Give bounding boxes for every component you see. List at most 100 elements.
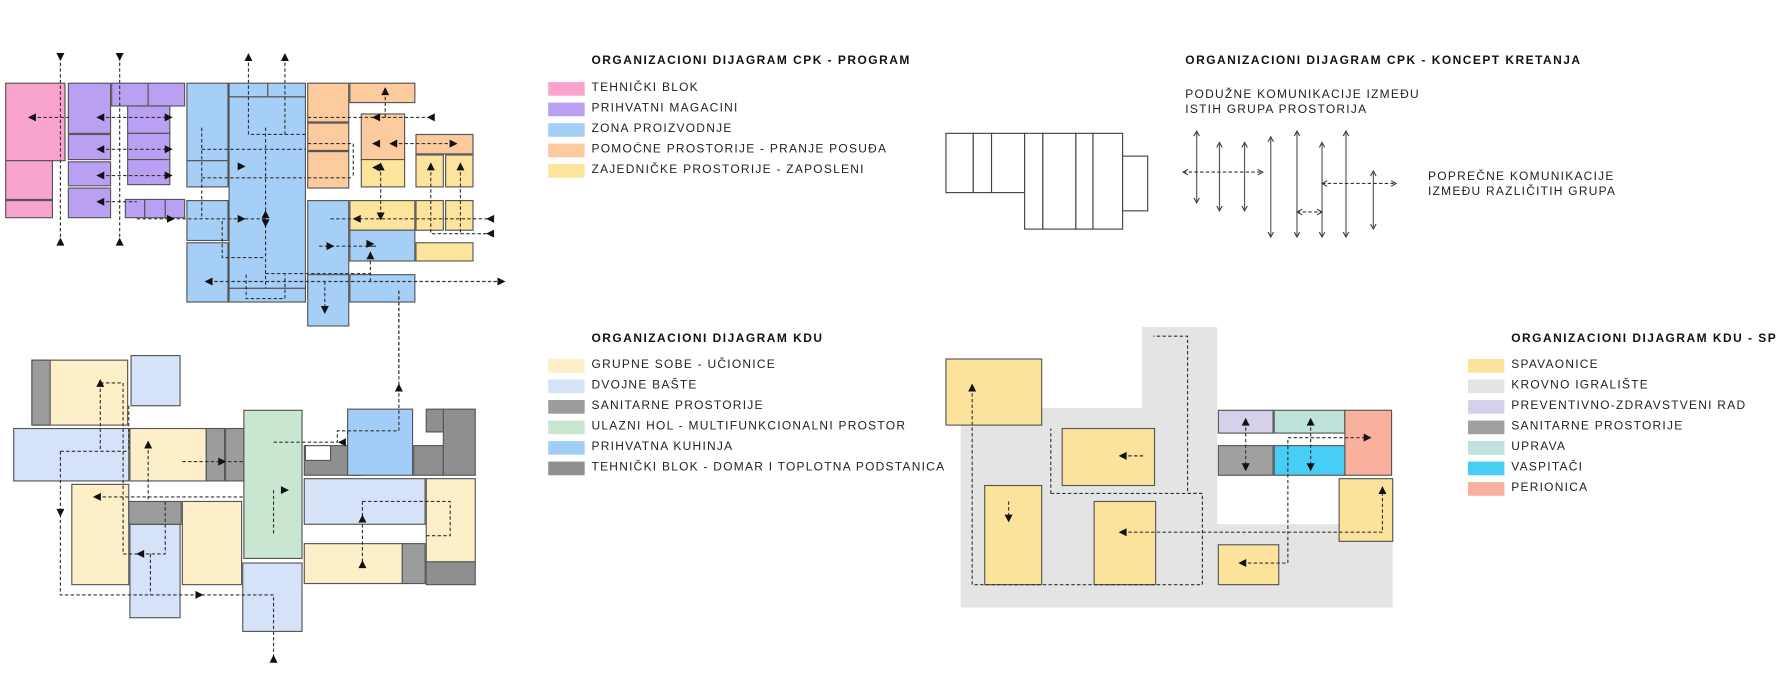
arrowhead-icon xyxy=(366,239,375,248)
cpk-room xyxy=(127,132,171,161)
cpk-room xyxy=(186,200,229,242)
kdu-void xyxy=(304,445,332,462)
legend-swatch xyxy=(1467,379,1505,394)
legend-label: DVOJNE BAŠTE xyxy=(591,378,698,393)
longitudinal-arrow-head xyxy=(1293,129,1301,137)
arrowhead-icon xyxy=(56,52,65,61)
arrowhead-icon xyxy=(1004,514,1013,523)
arrowhead-icon xyxy=(1118,451,1127,460)
arrowhead-icon xyxy=(486,214,495,223)
cpk-room xyxy=(67,187,112,219)
transverse-label-2: IZMEĐU RAZLIČITIH GRUPA xyxy=(1428,184,1617,199)
koncept-block xyxy=(1092,132,1124,230)
arrowhead-icon xyxy=(92,492,101,501)
cpk-room xyxy=(186,242,229,303)
kdu-room xyxy=(425,408,444,433)
legend-label: ZAJEDNIČKE PROSTORIJE - ZAPOSLENI xyxy=(591,162,865,177)
legend-swatch xyxy=(548,102,585,117)
cpk-room xyxy=(111,82,149,107)
legend-swatch xyxy=(548,441,585,455)
cpk-room xyxy=(67,161,112,187)
arrowhead-icon xyxy=(269,654,278,663)
cpk-room xyxy=(228,96,307,289)
legend-swatch xyxy=(548,420,585,435)
kdu-room xyxy=(130,355,181,407)
krovno-igraliste-area xyxy=(960,327,1393,608)
arrowhead-icon xyxy=(164,113,173,122)
cpk-program-title: ORGANIZACIONI DIJAGRAM CPK - PROGRAM xyxy=(591,53,911,68)
longitudinal-arrow-head xyxy=(1216,205,1223,213)
arrowhead-icon xyxy=(56,237,65,246)
arrowhead-icon xyxy=(389,139,398,148)
kdu-room xyxy=(205,427,226,482)
arrowhead-icon xyxy=(426,162,435,171)
legend-label: KROVNO IGRALIŠTE xyxy=(1511,378,1650,393)
kdu-room xyxy=(13,427,130,482)
koncept-block xyxy=(1024,132,1044,230)
arrowhead-icon xyxy=(326,242,335,251)
arrowhead-icon xyxy=(280,52,289,61)
legend-label: GRUPNE SOBE - UČIONICE xyxy=(591,357,777,372)
arrowhead-icon xyxy=(372,113,381,122)
kdu-room xyxy=(347,408,414,476)
kdu-room xyxy=(425,561,476,586)
arrowhead-icon xyxy=(1241,463,1250,472)
sprat-room xyxy=(1061,427,1156,487)
arrowhead-icon xyxy=(115,52,124,61)
arrowhead-icon xyxy=(261,219,270,228)
transverse-arrow-head xyxy=(1181,168,1189,176)
arrowhead-icon xyxy=(337,438,346,447)
legend-swatch xyxy=(548,379,585,394)
longitudinal-arrow-head xyxy=(1193,197,1200,205)
longitudinal-arrow-head xyxy=(1216,141,1223,148)
longitudinal-arrow-head xyxy=(1241,205,1248,213)
arrowhead-icon xyxy=(1238,559,1247,568)
longitudinal-arrow-head xyxy=(1293,231,1301,239)
circulation-path xyxy=(1122,490,1384,533)
arrowhead-icon xyxy=(136,549,145,558)
sprat-room xyxy=(1344,409,1393,476)
cpk-room xyxy=(144,198,166,219)
arrowhead-icon xyxy=(244,52,253,61)
arrowhead-icon xyxy=(376,212,385,221)
legend-label: PRIHVATNI MAGACINI xyxy=(591,101,739,116)
arrowhead-icon xyxy=(96,171,105,180)
kdu-title: ORGANIZACIONI DIJAGRAM KDU xyxy=(591,331,824,346)
legend-label: SANITARNE PROSTORIJE xyxy=(1511,419,1684,434)
arrowhead-icon xyxy=(237,162,246,171)
legend-swatch xyxy=(1467,420,1505,435)
cpk-room xyxy=(147,82,186,107)
longitudinal-label-2: ISTIH GRUPA PROSTORIJA xyxy=(1185,102,1368,117)
arrowhead-icon xyxy=(144,440,153,449)
arrowhead-icon xyxy=(358,514,367,523)
koncept-block xyxy=(1075,132,1094,230)
cpk-room xyxy=(445,200,474,231)
cpk-room xyxy=(164,198,186,219)
arrowhead-icon xyxy=(1378,486,1387,495)
cpk-room xyxy=(5,82,66,162)
koncept-block xyxy=(945,132,974,194)
legend-label: ULAZNI HOL - MULTIFUNKCIONALNI PROSTOR xyxy=(591,419,907,434)
arrowhead-icon xyxy=(426,113,435,122)
koncept-block xyxy=(1042,132,1077,230)
legend-label: VASPITAČI xyxy=(1511,460,1584,475)
kdu-room xyxy=(129,523,181,619)
arrowhead-icon xyxy=(486,229,495,238)
longitudinal-label-1: PODUŽNE KOMUNIKACIJE IZMEĐU xyxy=(1185,87,1420,102)
arrowhead-icon xyxy=(195,590,204,599)
sprat-room xyxy=(945,358,1043,426)
kdu-room xyxy=(31,359,51,426)
arrowhead-icon xyxy=(96,197,105,206)
circulation-path xyxy=(221,221,266,259)
kdu-room xyxy=(413,445,444,476)
arrowhead-icon xyxy=(456,162,465,171)
transverse-arrow-head xyxy=(1295,208,1303,216)
legend-swatch xyxy=(1467,359,1505,373)
cpk-room xyxy=(228,82,269,98)
arrowhead-icon xyxy=(320,306,329,314)
kdu-room xyxy=(425,478,476,563)
arrowhead-icon xyxy=(394,383,403,392)
arrowhead-icon xyxy=(381,87,390,96)
circulation-path xyxy=(245,274,286,300)
arrowhead-icon xyxy=(280,486,289,495)
